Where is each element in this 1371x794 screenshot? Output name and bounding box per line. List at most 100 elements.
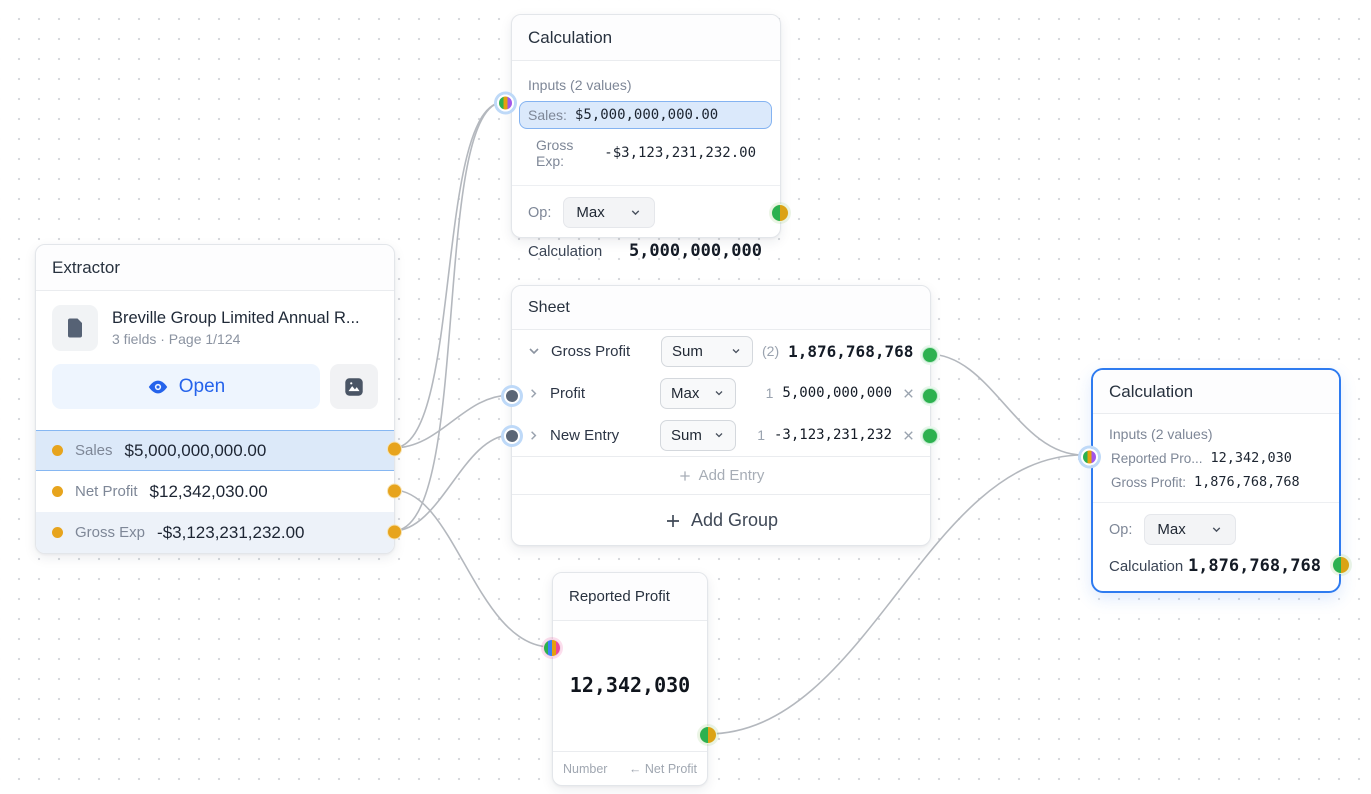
- input-port[interactable]: [497, 94, 514, 112]
- image-icon: [345, 377, 363, 396]
- aggregation-value: Sum: [671, 426, 702, 444]
- input-value: 1,876,768,768: [1194, 474, 1300, 490]
- aggregation-dropdown[interactable]: Sum: [661, 335, 753, 367]
- field-bullet-icon: [52, 445, 63, 456]
- calculation-node-top[interactable]: Calculation Inputs (2 values) Sales: $5,…: [497, 14, 789, 261]
- input-value: -$3,123,231,232.00: [604, 145, 756, 161]
- inputs-count-label: Inputs (2 values): [528, 77, 632, 93]
- chevron-down-icon[interactable]: [526, 343, 542, 359]
- remove-entry-button[interactable]: [901, 428, 916, 443]
- wire-reported-to-calc-right: [706, 454, 1084, 735]
- value-source-label: ← Net Profit: [628, 761, 697, 776]
- aggregation-value: Max: [671, 384, 700, 402]
- op-dropdown[interactable]: Max: [1144, 514, 1237, 545]
- field-row-net-profit[interactable]: Net Profit $12,342,030.00: [36, 471, 394, 512]
- op-dropdown[interactable]: Max: [563, 197, 656, 228]
- field-row-sales[interactable]: Sales $5,000,000,000.00: [36, 430, 394, 471]
- group-name: Gross Profit: [551, 342, 631, 360]
- field-name: Sales: [75, 442, 113, 459]
- field-name: Gross Exp: [75, 524, 146, 541]
- input-port-profit[interactable]: [504, 388, 520, 404]
- output-port[interactable]: [771, 204, 789, 222]
- node-title: Calculation: [512, 15, 780, 61]
- wire-netprofit-to-reported: [392, 489, 552, 648]
- calculation-node-right-selected[interactable]: Calculation Inputs (2 values) Reported P…: [1081, 368, 1350, 593]
- sheet-group-row[interactable]: Gross Profit Sum (2) 1,876,768,768: [512, 330, 935, 372]
- field-row-gross-exp[interactable]: Gross Exp -$3,123,231,232.00: [36, 512, 394, 553]
- wire-grossexp-to-sheet-newentry: [392, 434, 512, 532]
- eye-icon: [148, 380, 167, 393]
- chevron-down-icon: [732, 349, 740, 354]
- extractor-node[interactable]: Extractor Breville Group Limited Annual …: [35, 244, 402, 554]
- field-value: -$3,123,231,232.00: [157, 522, 305, 542]
- input-label: Gross Profit:: [1111, 474, 1187, 490]
- field-value: $5,000,000,000.00: [124, 440, 267, 460]
- chevron-right-icon[interactable]: [526, 428, 541, 443]
- input-port[interactable]: [543, 639, 561, 657]
- wire-sales-to-calc-top: [392, 101, 505, 449]
- input-label: Gross Exp:: [536, 137, 574, 169]
- input-row-gross-exp[interactable]: Gross Exp: -$3,123,231,232.00: [528, 133, 764, 173]
- field-value: $12,342,030.00: [149, 481, 268, 501]
- output-port-gross-profit[interactable]: [922, 347, 938, 363]
- document-title: Breville Group Limited Annual R...: [112, 309, 360, 327]
- output-port[interactable]: [699, 726, 717, 744]
- add-entry-button[interactable]: Add Entry: [512, 456, 930, 494]
- result-value: 5,000,000,000: [628, 241, 762, 261]
- input-row-gross-profit[interactable]: Gross Profit: 1,876,768,768: [1109, 470, 1323, 494]
- aggregation-dropdown[interactable]: Max: [660, 377, 736, 409]
- op-dropdown-value: Max: [576, 204, 605, 221]
- document-meta: 3 fields · Page 1/124: [112, 331, 241, 347]
- output-port-gross-exp[interactable]: [387, 524, 402, 540]
- entry-count: 1: [757, 427, 765, 443]
- input-label: Reported Pro...: [1111, 450, 1203, 466]
- add-group-button[interactable]: Add Group: [512, 494, 930, 546]
- aggregation-value: Sum: [672, 342, 703, 360]
- sheet-entry-row-profit[interactable]: Profit Max 1 5,000,000,000: [512, 372, 930, 414]
- output-port-new-entry[interactable]: [922, 428, 938, 444]
- output-port[interactable]: [1332, 556, 1350, 574]
- result-value: 1,876,768,768: [1187, 556, 1321, 576]
- input-value: $5,000,000,000.00: [574, 107, 719, 123]
- sheet-entry-row-new-entry[interactable]: New Entry Sum 1 -3,123,231,232: [512, 414, 930, 456]
- document-icon: [52, 305, 98, 351]
- entry-count: 1: [765, 385, 774, 401]
- result-label: Calculation: [1109, 557, 1184, 575]
- wire-grossexp-to-calc-top: [392, 101, 505, 532]
- chevron-right-icon[interactable]: [526, 386, 541, 401]
- group-value: 1,876,768,768: [788, 341, 914, 361]
- entry-name: New Entry: [550, 426, 620, 444]
- open-button[interactable]: Open: [52, 364, 320, 409]
- plus-icon: [679, 470, 690, 481]
- output-port-net-profit[interactable]: [387, 483, 402, 499]
- plus-icon: [666, 514, 679, 527]
- chevron-down-icon: [715, 433, 723, 438]
- field-name: Net Profit: [75, 483, 138, 500]
- result-label: Calculation: [528, 242, 603, 260]
- add-group-label: Add Group: [690, 510, 779, 530]
- chevron-down-icon: [632, 210, 640, 216]
- sheet-node[interactable]: Sheet Gross Profit Sum (2) 1,876,768,768…: [504, 285, 938, 546]
- reported-profit-node[interactable]: Reported Profit 12,342,030 Number ← Net …: [543, 572, 717, 786]
- entry-value: 5,000,000,000: [782, 385, 892, 401]
- image-preview-button[interactable]: [330, 364, 378, 409]
- output-port-sales[interactable]: [387, 441, 402, 457]
- value-type-label: Number: [563, 761, 608, 776]
- output-port-profit[interactable]: [922, 388, 938, 404]
- close-icon: [904, 430, 913, 440]
- entry-count: (2): [762, 343, 780, 359]
- input-port-new-entry[interactable]: [504, 428, 520, 444]
- input-row-reported-profit[interactable]: Reported Pro... 12,342,030: [1109, 446, 1323, 470]
- input-row-sales[interactable]: Sales: $5,000,000,000.00: [519, 101, 772, 129]
- reported-profit-value: 12,342,030: [569, 673, 691, 697]
- chevron-down-icon: [715, 391, 723, 396]
- open-button-label: Open: [178, 375, 226, 397]
- aggregation-dropdown[interactable]: Sum: [660, 419, 736, 451]
- remove-entry-button[interactable]: [901, 386, 916, 401]
- input-port[interactable]: [1081, 448, 1098, 466]
- input-label: Sales:: [528, 107, 567, 123]
- field-bullet-icon: [52, 527, 63, 538]
- close-icon: [904, 388, 913, 398]
